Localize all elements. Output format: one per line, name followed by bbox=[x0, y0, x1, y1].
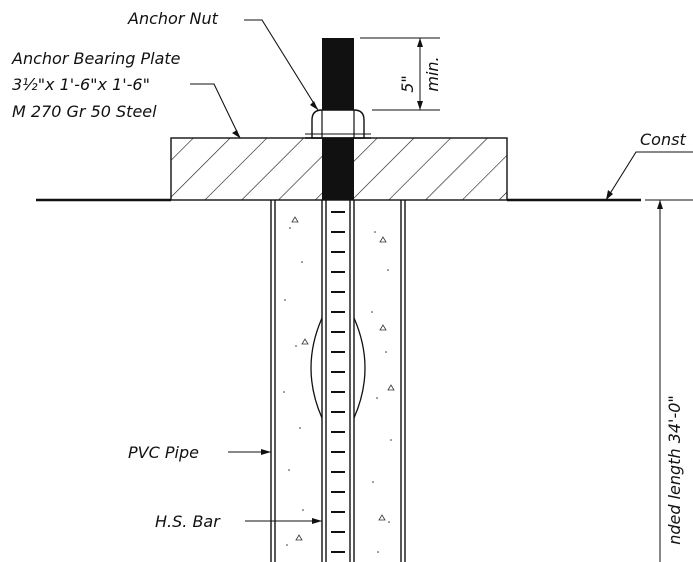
const-label: Const bbox=[640, 130, 686, 149]
bond-breaker bbox=[310, 317, 366, 419]
hs-bar-label: H.S. Bar bbox=[155, 512, 221, 531]
bearing-plate-title: Anchor Bearing Plate bbox=[11, 49, 181, 68]
dimension-min: min. bbox=[423, 56, 442, 91]
anchor-nut-leader bbox=[244, 19, 319, 111]
anchor-nut bbox=[305, 109, 371, 139]
bearing-plate-material: M 270 Gr 50 Steel bbox=[12, 102, 157, 121]
anchor-nut-label: Anchor Nut bbox=[127, 9, 219, 28]
dimension-5in bbox=[360, 37, 440, 111]
const-leader bbox=[605, 151, 693, 201]
grout-fill bbox=[283, 216, 395, 553]
hs-bar bbox=[321, 200, 355, 562]
bonded-length-label: nded length 34'-0" bbox=[665, 395, 684, 545]
dimension-value: 5" bbox=[398, 75, 417, 93]
pvc-pipe-label: PVC Pipe bbox=[128, 443, 199, 462]
pvc-pipe bbox=[270, 200, 406, 562]
bearing-plate-size: 3½"x 1'-6"x 1'-6" bbox=[12, 75, 150, 94]
bonded-length-dimension bbox=[645, 199, 693, 562]
bearing-plate-leader bbox=[190, 83, 241, 139]
